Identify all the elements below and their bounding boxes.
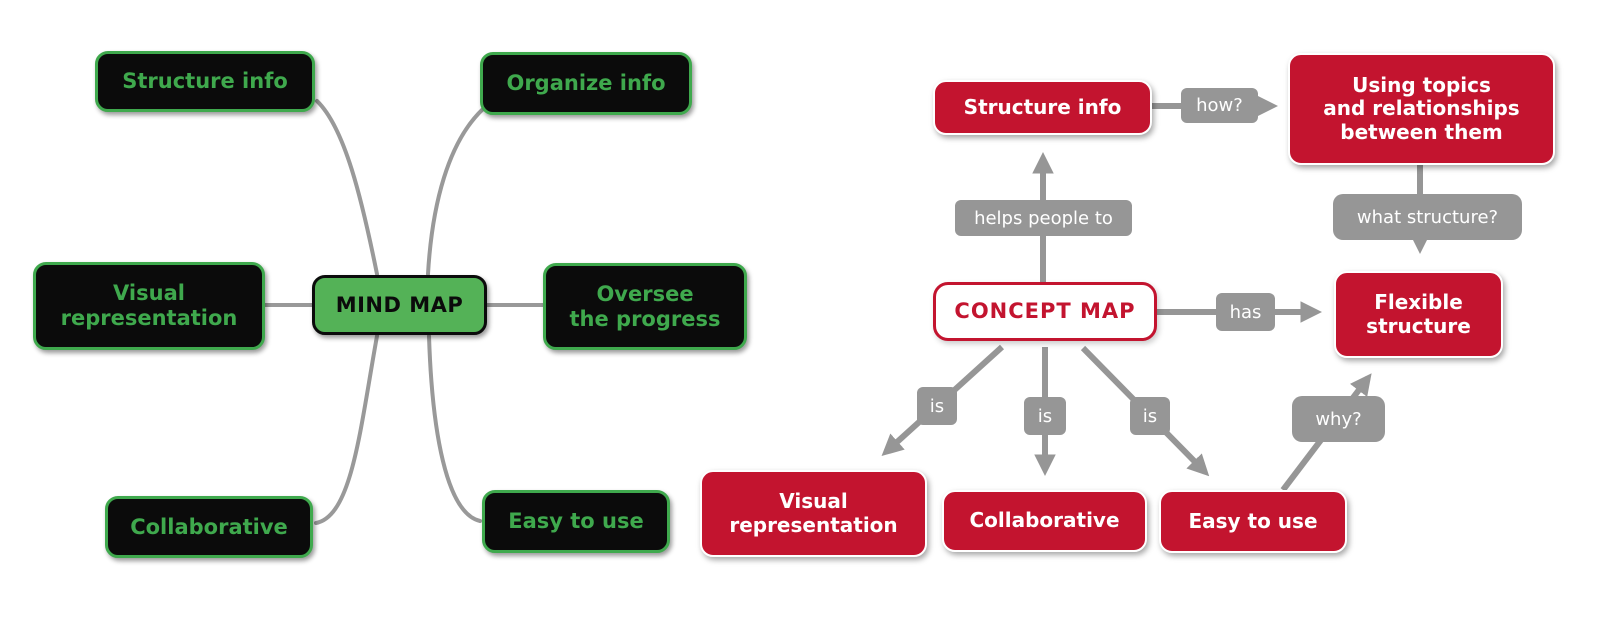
mindmap-node-easy-to-use: Easy to use	[482, 490, 670, 553]
mindmap-node-structure-info: Structure info	[95, 51, 315, 112]
mindmap-connector-organize-info	[426, 107, 485, 276]
conceptmap-center-node: CONCEPT MAP	[933, 282, 1157, 341]
mindmap-node-collaborative: Collaborative	[105, 496, 313, 558]
mindmap-connector-structure-info	[315, 99, 379, 276]
mindmap-connector-collaborative	[314, 334, 379, 525]
conceptmap-link-label-is-right: is	[1130, 397, 1170, 435]
conceptmap-link-label-what-structure: what structure?	[1333, 194, 1522, 240]
conceptmap-node-visual-representation: Visual representation	[700, 470, 927, 557]
conceptmap-link-label-helps-people-to: helps people to	[955, 200, 1132, 236]
mindmap-node-visual-representation: Visual representation	[33, 262, 265, 350]
mindmap-center-node: MIND MAP	[312, 275, 487, 335]
conceptmap-node-easy-to-use: Easy to use	[1159, 490, 1347, 553]
mindmap-connector-easy-to-use	[427, 334, 482, 523]
conceptmap-link-label-is-middle: is	[1024, 397, 1066, 435]
conceptmap-node-structure-info: Structure info	[933, 80, 1152, 135]
conceptmap-link-label-is-left: is	[917, 387, 957, 425]
conceptmap-node-flexible-structure: Flexible structure	[1334, 271, 1503, 358]
conceptmap-node-using-topics: Using topics and relationships between t…	[1288, 53, 1555, 165]
conceptmap-link-label-how: how?	[1181, 88, 1258, 123]
mindmap-node-oversee-the-progress: Oversee the progress	[543, 263, 747, 350]
conceptmap-link-label-why: why?	[1292, 396, 1385, 442]
conceptmap-node-collaborative: Collaborative	[942, 490, 1147, 552]
mindmap-node-organize-info: Organize info	[480, 52, 692, 115]
conceptmap-link-label-has: has	[1216, 293, 1275, 331]
